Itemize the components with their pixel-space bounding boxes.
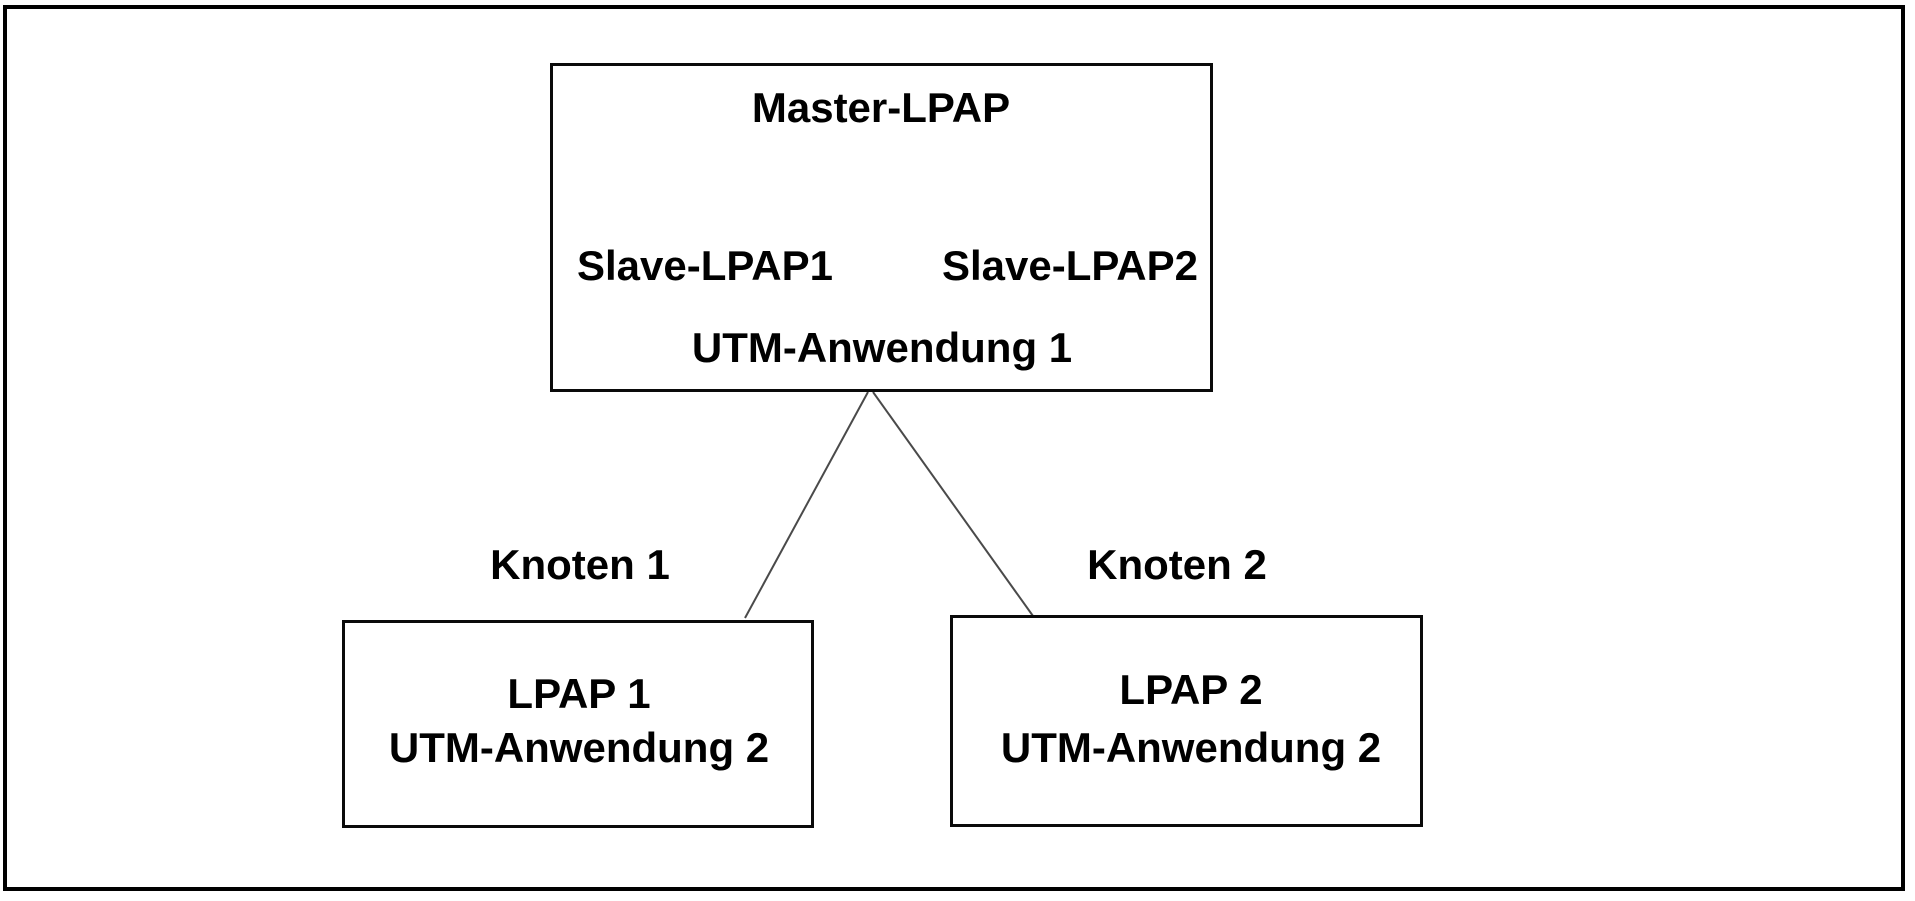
utm-anwendung-1-label: UTM-Anwendung 1 (691, 324, 1073, 371)
knoten-2-label: Knoten 2 (1087, 541, 1267, 588)
slave-lpap1-label: Slave-LPAP1 (577, 242, 833, 289)
lpap-1-label: LPAP 1 (507, 670, 651, 717)
utm-anwendung-2-left-label: UTM-Anwendung 2 (388, 724, 770, 771)
lpap-2-box: LPAP 2 UTM-Anwendung 2 (950, 615, 1423, 827)
utm-application-1-box: Master-LPAP Slave-LPAP1 Slave-LPAP2 UTM-… (550, 63, 1213, 392)
master-lpap-label: Master-LPAP (751, 84, 1011, 131)
utm-anwendung-2-right-label: UTM-Anwendung 2 (1000, 724, 1382, 771)
knoten-1-label: Knoten 1 (490, 541, 670, 588)
outer-frame (3, 5, 1905, 891)
lpap-2-label: LPAP 2 (1119, 666, 1263, 713)
lpap-1-box: LPAP 1 UTM-Anwendung 2 (342, 620, 814, 828)
slave-lpap2-label: Slave-LPAP2 (942, 242, 1198, 289)
